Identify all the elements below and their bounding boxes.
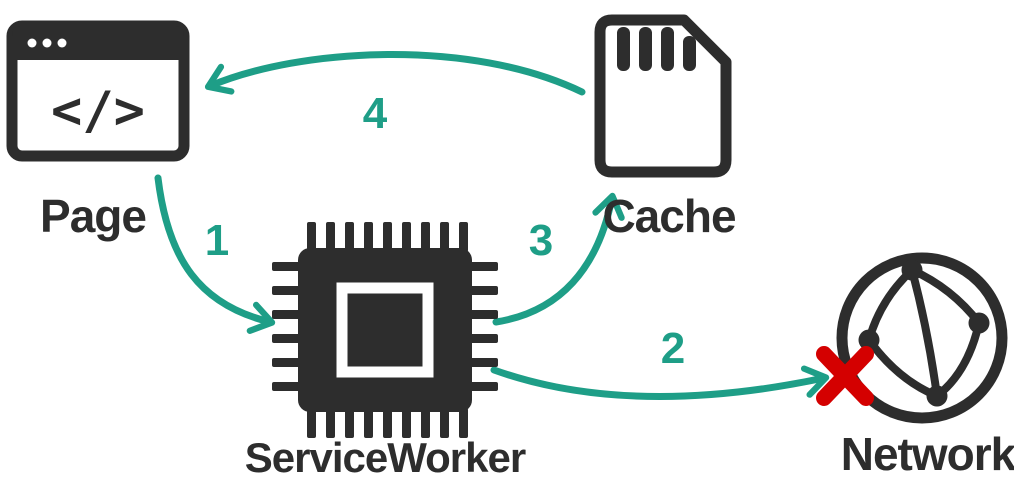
step-4-number: 4	[363, 89, 388, 138]
cache-label: Cache	[602, 190, 735, 242]
browser-window-code-icon: </>	[6, 20, 190, 162]
network-label: Network	[841, 428, 1014, 480]
globe-nodes	[858, 259, 990, 407]
step-1-number: 1	[205, 216, 229, 265]
sd-card-contacts	[617, 27, 696, 71]
page-label: Page	[40, 190, 146, 242]
window-dot-icon	[42, 38, 52, 48]
cpu-chip-icon	[272, 222, 498, 438]
code-glyph: </>	[51, 81, 145, 141]
network-error-x-icon	[816, 346, 874, 406]
arrow-step-1	[154, 174, 276, 334]
window-dot-icon	[57, 38, 67, 48]
arrow-step-3	[492, 192, 625, 326]
chip-pins-top	[307, 222, 468, 252]
sd-card-icon	[594, 14, 732, 178]
arrow-step-2	[490, 365, 830, 400]
arrow-step-4	[204, 51, 586, 96]
step-2-number: 2	[661, 324, 685, 373]
chip-pins-left	[272, 262, 300, 391]
step-3-number: 3	[529, 216, 553, 265]
globe-network-icon	[816, 252, 1008, 424]
chip-pins-right	[470, 262, 498, 391]
window-dot-icon	[27, 38, 37, 48]
chip-pins-bottom	[307, 408, 468, 438]
serviceworker-label: ServiceWorker	[245, 434, 526, 481]
